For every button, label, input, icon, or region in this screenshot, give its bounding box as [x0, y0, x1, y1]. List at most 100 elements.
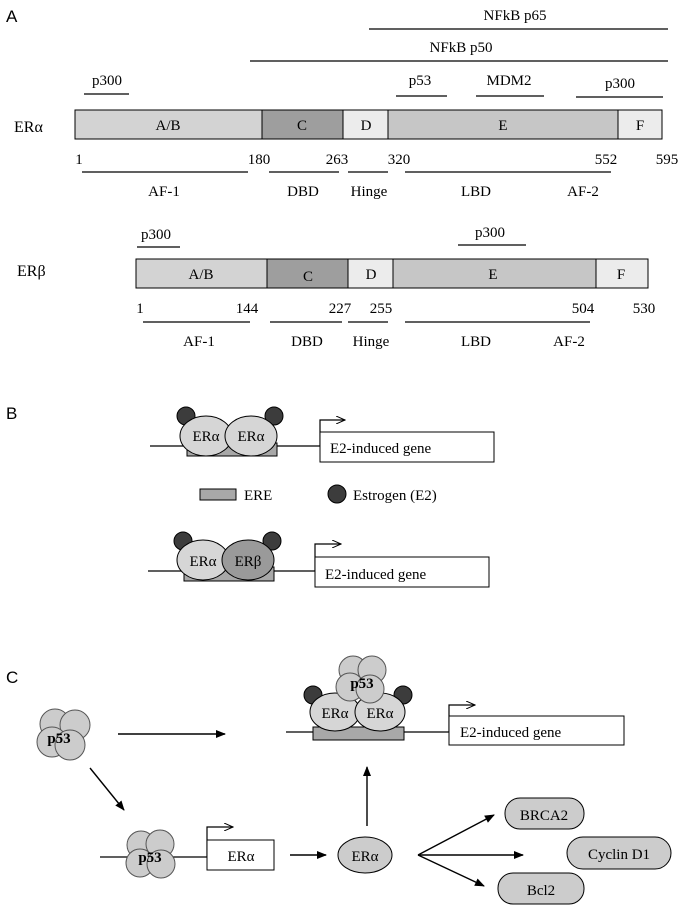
erb-af2-label: AF-2 [553, 334, 585, 350]
erb-af1-label: AF-1 [183, 334, 215, 350]
ere-legend-label: ERE [244, 488, 272, 504]
erb-domain-c-label: C [303, 269, 313, 285]
era-erb-heterodimer-diagram: ERα ERβ E2-induced gene [148, 531, 490, 588]
erb-domain-d-label: D [366, 267, 377, 283]
era-domain-e-label: E [498, 118, 507, 134]
arrow-to-bcl2 [417, 854, 485, 887]
nfkb-p65-label: NFkB p65 [484, 8, 547, 24]
p53-label: p53 [350, 676, 373, 692]
erb-domain-ab [135, 258, 268, 289]
era-gene-label: ERα [227, 849, 254, 865]
era-pos-552: 552 [595, 152, 618, 168]
erb-pos-1: 1 [136, 301, 144, 317]
erb-lbd-label: LBD [461, 334, 491, 350]
estrogen-legend-swatch [327, 484, 347, 504]
panel-a: A NFkB p65 NFkB p50 p300 p53 MDM2 p300 E… [6, 7, 678, 350]
era-pos-180: 180 [248, 152, 271, 168]
er-alpha-monomer [224, 415, 278, 457]
brca2-node [504, 797, 585, 830]
estrogen-ligand [264, 406, 284, 426]
erb-p300-n-label: p300 [141, 227, 171, 243]
p53-era-promoter-diagram: p53 ERα [100, 827, 275, 879]
era-pos-263: 263 [326, 152, 349, 168]
era-gene-box [206, 839, 275, 871]
era-mdm2-label: MDM2 [486, 73, 531, 89]
arrow-to-brca2 [417, 814, 495, 856]
era-domain-c-label: C [297, 118, 307, 134]
p53-label: p53 [138, 850, 161, 866]
era-pos-320: 320 [388, 152, 411, 168]
target-gene-label: E2-induced gene [330, 441, 432, 457]
erb-hinge-label: Hinge [353, 334, 390, 350]
erb-pos-530: 530 [633, 301, 656, 317]
er-beta-monomer [221, 539, 275, 581]
p53-subunit [146, 849, 176, 879]
era-homodimer-diagram: ERα ERα E2-induced gene [150, 406, 495, 463]
p53-subunit [54, 729, 86, 761]
panel-a-label: A [6, 7, 18, 26]
panel-c-label: C [6, 668, 18, 687]
arrow-p53-to-era-promoter [89, 767, 125, 811]
cyclin-d1-label: Cyclin D1 [588, 847, 650, 863]
target-gene-box [319, 431, 495, 463]
er-alpha-protein-label: ERα [351, 849, 378, 865]
era-hinge-label: Hinge [351, 184, 388, 200]
era-domain-d-label: D [361, 118, 372, 134]
er-alpha-label: ERα [366, 706, 393, 722]
bcl2-label: Bcl2 [527, 883, 555, 899]
era-domain-ab-label: A/B [155, 118, 180, 134]
era-lbd-label: LBD [461, 184, 491, 200]
era-af1-label: AF-1 [148, 184, 180, 200]
p53-era-complex: p53 ERα ERα E2-induced gene [286, 655, 625, 746]
estrogen-ligand [262, 531, 282, 551]
estrogen-legend-label: Estrogen (E2) [353, 488, 437, 504]
panel-b: B ERα ERα E2-induced gene ERE Estrogen (… [6, 404, 495, 588]
panel-b-label: B [6, 404, 17, 423]
era-domain-ab [74, 109, 263, 140]
panel-c: C p53 p53 ERα ERα [6, 655, 672, 905]
erb-pos-255: 255 [370, 301, 393, 317]
er-alpha-label: ERα [321, 706, 348, 722]
era-domain-f [617, 109, 663, 140]
er-alpha-label: ERα [237, 429, 264, 445]
target-gene-box [314, 556, 490, 588]
erb-pos-144: 144 [236, 301, 259, 317]
p53-tetramer-free: p53 [36, 708, 91, 761]
er-alpha-label: ERα [189, 554, 216, 570]
erb-domain-bar [135, 258, 649, 289]
era-af2-label: AF-2 [567, 184, 599, 200]
panel-b-legend: ERE Estrogen (E2) [199, 484, 437, 504]
era-pos-1: 1 [75, 152, 83, 168]
era-domain-e [387, 109, 619, 140]
era-domain-bar [74, 109, 663, 140]
era-p300-c-label: p300 [605, 76, 635, 92]
target-gene-box [448, 715, 625, 746]
era-dbd-label: DBD [287, 184, 319, 200]
erb-domain-f [595, 258, 649, 289]
erb-pos-504: 504 [572, 301, 595, 317]
erb-p300-e-label: p300 [475, 225, 505, 241]
erb-label: ERβ [17, 263, 46, 280]
er-alpha-label: ERα [192, 429, 219, 445]
era-pos-595: 595 [656, 152, 679, 168]
erb-domain-e [392, 258, 597, 289]
era-domain-f-label: F [636, 118, 644, 134]
erb-dbd-label: DBD [291, 334, 323, 350]
erb-pos-227: 227 [329, 301, 352, 317]
erb-domain-f-label: F [617, 267, 625, 283]
bcl2-node [497, 872, 585, 905]
er-alpha-protein [337, 836, 393, 874]
er-beta-label: ERβ [235, 554, 262, 570]
era-label: ERα [14, 119, 43, 136]
era-p53-label: p53 [409, 73, 432, 89]
erb-domain-ab-label: A/B [188, 267, 213, 283]
target-gene-label: E2-induced gene [460, 725, 562, 741]
ere-legend-swatch [199, 488, 237, 501]
p53-subunit [355, 674, 385, 704]
nfkb-p50-label: NFkB p50 [430, 40, 493, 56]
era-p300-n-label: p300 [92, 73, 122, 89]
p53-label: p53 [47, 731, 70, 747]
erb-domain-e-label: E [488, 267, 497, 283]
brca2-label: BRCA2 [520, 808, 568, 824]
